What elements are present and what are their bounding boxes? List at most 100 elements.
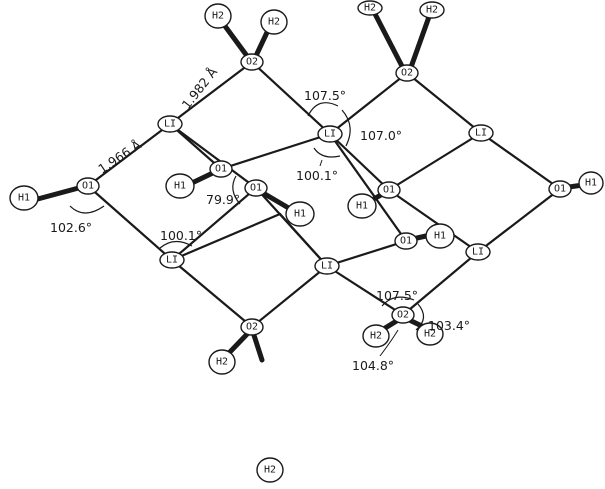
bond-li-a-o1-mid-left: [168, 122, 223, 171]
angle-label: 103.4°: [428, 318, 470, 333]
atom-o1: O1: [209, 160, 233, 178]
arc-1075-bottom: [381, 296, 415, 307]
arc-1001-upper: [313, 147, 341, 158]
svg-text:O2: O2: [246, 322, 258, 333]
svg-text:H1: H1: [434, 231, 446, 242]
bond-li-d-o2-bottom-right: [325, 264, 405, 317]
bond-li-f-o2-bottom-right: [401, 250, 480, 317]
bond-o1-li-c: [86, 184, 174, 262]
bond-o1-center-right-li-d: [278, 212, 329, 268]
atom-li: LI: [157, 115, 183, 133]
atom-h2: H2: [256, 457, 284, 483]
atom-o1: O1: [394, 232, 418, 250]
oh-bonds: [31, 9, 593, 363]
atom-o2: O2: [240, 318, 264, 336]
atom-h2: H2: [204, 3, 232, 29]
atom-o1: O1: [244, 179, 268, 197]
bond-o1-upper-right-li-f: [387, 188, 480, 254]
bond-o1-mid-left-li-b: [219, 132, 332, 171]
svg-text:LI: LI: [164, 119, 176, 130]
arc-799: [232, 175, 241, 205]
atom-h1: H1: [347, 193, 377, 219]
bonds: [86, 60, 562, 329]
atom-li: LI: [317, 125, 343, 143]
svg-text:LI: LI: [475, 128, 487, 139]
atom-li: LI: [314, 257, 340, 275]
arc-1026: [69, 205, 105, 214]
angle-label: 107.5°: [304, 88, 346, 103]
atom-h2: H2: [260, 9, 288, 35]
bond-h2-o2-top-right-a: [371, 9, 407, 73]
arc-1070: [341, 109, 351, 147]
angle-label: 102.6°: [50, 220, 92, 235]
angle-arcs: [69, 102, 425, 357]
atom-h1: H1: [165, 173, 195, 199]
svg-text:LI: LI: [472, 247, 484, 258]
angle-label: 79.9°: [206, 192, 240, 207]
angle-label: 107.0°: [360, 128, 402, 143]
atom-h2: H2: [416, 322, 444, 346]
svg-text:H1: H1: [174, 181, 186, 192]
bond-h2-o2-top-right-b: [407, 11, 433, 73]
atom-o2: O2: [240, 53, 264, 71]
atom-h2: H2: [362, 324, 390, 348]
bond-li-b-o1-mid-right: [328, 132, 408, 243]
svg-text:H1: H1: [585, 178, 597, 189]
arc-1034: [415, 303, 425, 331]
atom-h2: H2: [208, 349, 236, 375]
bond-o2-top-left-li-b: [250, 60, 332, 136]
bond-o1-center-li-c: [170, 186, 258, 262]
svg-text:O2: O2: [397, 310, 409, 321]
arc-1075-top: [307, 102, 339, 117]
svg-text:H2: H2: [216, 357, 228, 368]
leader-1001-upper: [319, 159, 323, 167]
leader-1048: [379, 329, 399, 357]
svg-text:LI: LI: [166, 255, 178, 266]
atom-o2: O2: [391, 306, 415, 324]
atom-li: LI: [159, 251, 185, 269]
bond-li-a-o2-top-left: [168, 60, 254, 126]
atom-o2: O2: [395, 64, 419, 82]
bond-h2-o2-top-left-a: [219, 19, 253, 63]
svg-text:O1: O1: [215, 164, 227, 175]
angle-label: 100.1°: [296, 168, 338, 183]
atom-o1: O1: [548, 180, 572, 198]
bond-li-d-o1-mid-right: [325, 239, 408, 268]
svg-text:H2: H2: [426, 5, 438, 16]
bond-length-label: 1.966 Å: [95, 137, 144, 177]
bond-length-label: 1.982 Å: [179, 64, 221, 112]
svg-text:O1: O1: [554, 184, 566, 195]
bond-li-a-o1-center: [168, 122, 258, 190]
bond-o1-li-a: [86, 122, 172, 188]
arc-1001-lower: [159, 240, 193, 249]
svg-text:H2: H2: [370, 331, 382, 342]
svg-text:H2: H2: [268, 17, 280, 28]
bond-li-c-o1-center-right: [170, 212, 282, 262]
svg-text:LI: LI: [321, 261, 333, 272]
bond-o2-bottom-left-li-d: [250, 264, 329, 329]
bond-li-c-o2-bottom-left: [170, 258, 254, 329]
svg-text:H2: H2: [424, 329, 436, 340]
svg-text:H1: H1: [356, 201, 368, 212]
bond-o1-upper-right-li-e: [387, 131, 483, 192]
svg-text:O1: O1: [383, 185, 395, 196]
angle-label: 104.8°: [352, 358, 394, 373]
atoms: H1 O1 LI LI LI LI LI LI H2 H2 O2 H2 H2 O…: [9, 0, 604, 483]
svg-text:H2: H2: [364, 3, 376, 14]
bond-li-b-o2-top-right: [328, 71, 409, 136]
atom-li: LI: [468, 124, 494, 142]
svg-text:H1: H1: [294, 209, 306, 220]
atom-h1: H1: [578, 171, 604, 195]
atom-o1: O1: [76, 177, 100, 195]
atom-h1: H1: [425, 223, 455, 249]
svg-text:H2: H2: [264, 465, 276, 476]
atom-h2: H2: [357, 0, 383, 16]
atom-li: LI: [465, 243, 491, 261]
svg-text:O1: O1: [250, 183, 262, 194]
svg-text:O2: O2: [246, 57, 258, 68]
bond-o2-top-right-li-e: [405, 71, 483, 135]
angle-label: 107.5°: [376, 288, 418, 303]
bond-o1-right-li-f: [476, 187, 562, 254]
svg-text:O2: O2: [401, 68, 413, 79]
